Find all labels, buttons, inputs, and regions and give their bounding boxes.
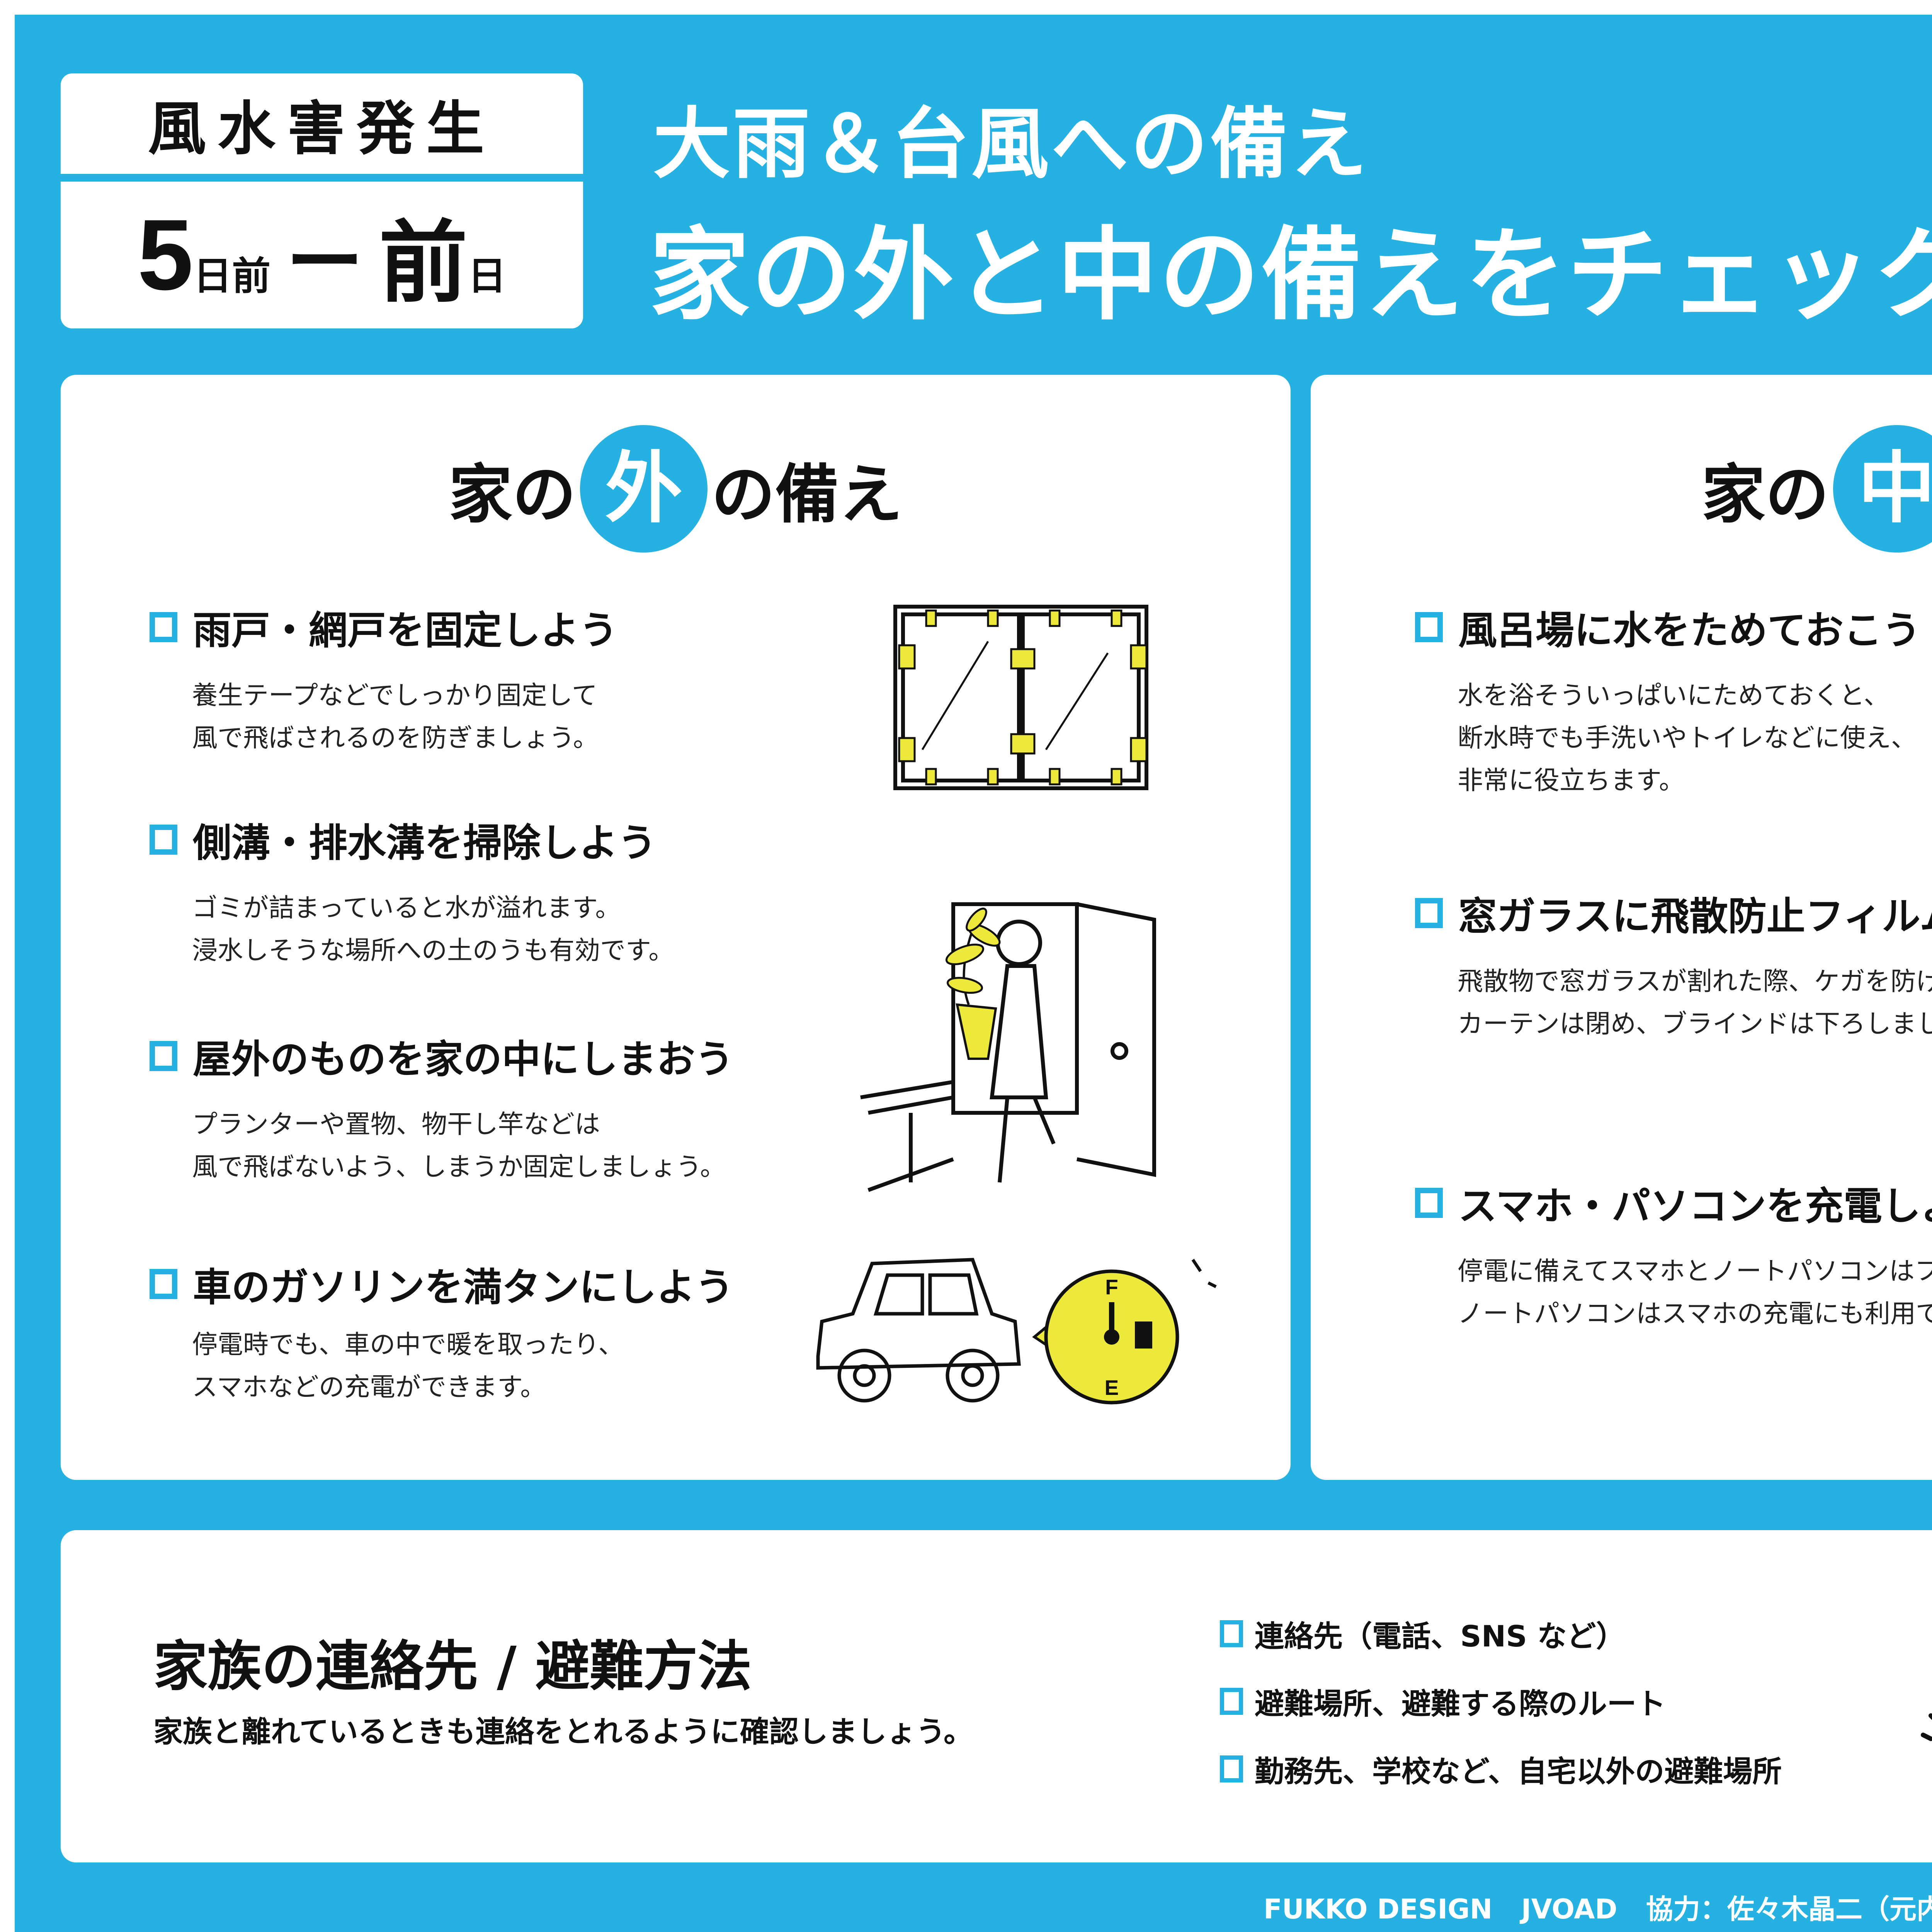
checklist-item: 雨戸・網戸を固定しよう 養生テープなどでしっかり固定して風で飛ばされるのを防ぎま… (150, 599, 618, 759)
checklist-item: 車のガソリンを満タンにしよう 停電時でも、車の中で暖を取ったり、スマホなどの充電… (150, 1256, 734, 1408)
badge-end-main: 前 (379, 211, 468, 315)
jvoad-logo: JVOAD (1521, 1893, 1617, 1925)
family-planning-icon (1921, 1713, 1932, 1741)
item-desc-line: スマホなどの充電ができます。 (192, 1372, 546, 1402)
checklist-item: 風呂場に水をためておこう 水を浴そういっぱいにためておくと、断水時でも手洗いやト… (1415, 599, 1921, 802)
checkbox[interactable] (150, 1041, 177, 1071)
item-title: 風呂場に水をためておこう (1458, 608, 1921, 653)
badge-timeframe: 5 日前 ー 前 日 (61, 182, 583, 328)
item-desc-line: プランターや置物、物干し竿などは (192, 1109, 600, 1139)
item-desc-line: 水を浴そういっぱいにためておくと、 (1458, 680, 1889, 710)
family-checklist-item: 避難場所、避難する際のルート (1220, 1667, 1782, 1735)
item-desc-line: 飛散物で窓ガラスが割れた際、ケガを防げます。 (1458, 966, 1932, 996)
checkbox[interactable] (1220, 1620, 1243, 1647)
item-title: スマホ・パソコンを充電しよう (1458, 1184, 1932, 1229)
item-title: 屋外のものを家の中にしまおう (193, 1037, 734, 1082)
item-desc-line: ノートパソコンはスマホの充電にも利用できます。 (1458, 1299, 1932, 1328)
family-title: 家族の連絡先 / 避難方法 (153, 1635, 752, 1698)
badge-days-suffix: 日前 (193, 253, 271, 299)
heading-pre: 家の (1701, 457, 1829, 532)
heading-circle-outside: 外 (580, 425, 707, 553)
heading-post: の備え (711, 457, 903, 532)
family-checklist: 連絡先（電話、SNS など） 避難場所、避難する際のルート 勤務先、学校など、自… (1220, 1600, 1782, 1803)
checkbox[interactable] (1220, 1687, 1243, 1715)
outside-prep-panel: 家の 外 の備え 雨戸・網戸を固定しよう 養生テープなどでしっかり固定して風で飛… (61, 375, 1291, 1480)
badge-days-number: 5 (137, 199, 194, 311)
item-desc-line: 停電に備えてスマホとノートパソコンはフル充電に。 (1458, 1256, 1932, 1286)
cooperation-credits: 協力：佐々木晶二（元内閣防災官房審議官）、荒木健太郎（雲研究者） (1646, 1893, 1932, 1925)
heading-pre: 家の (449, 457, 576, 532)
footer-credits: FUKKO DESIGN JVOAD 協力：佐々木晶二（元内閣防災官房審議官）、… (1264, 1888, 1932, 1927)
checklist-item: 窓ガラスに飛散防止フィルムを貼ろう 飛散物で窓ガラスが割れた際、ケガを防げます。… (1415, 885, 1932, 1045)
family-checklist-item: 勤務先、学校など、自宅以外の避難場所 (1220, 1735, 1782, 1803)
checkbox[interactable] (150, 1269, 177, 1299)
checkbox[interactable] (1220, 1755, 1243, 1782)
item-desc-line: 浸水しそうな場所への土のうも有効です。 (192, 935, 674, 965)
badge-disaster-label: 風水害発生 (61, 73, 583, 174)
woman-carrying-plant-icon (860, 902, 1156, 1192)
family-checklist-item: 連絡先（電話、SNS など） (1220, 1600, 1782, 1667)
family-item-label: 避難場所、避難する際のルート (1255, 1686, 1666, 1721)
outside-heading: 家の 外 の備え (61, 425, 1291, 553)
item-desc-line: 非常に役立ちます。 (1458, 765, 1685, 795)
item-desc-line: 停電時でも、車の中で暖を取ったり、 (192, 1330, 624, 1359)
item-title: 窓ガラスに飛散防止フィルムを貼ろう (1458, 894, 1932, 939)
item-title: 側溝・排水溝を掃除しよう (193, 820, 656, 866)
fuel-gauge: F E (1032, 1269, 1179, 1405)
family-item-label: 勤務先、学校など、自宅以外の避難場所 (1255, 1754, 1782, 1789)
svg-text:E: E (1105, 1376, 1119, 1400)
item-desc-line: 風で飛ばないよう、しまうか固定しましょう。 (192, 1152, 726, 1182)
family-desc: 家族と離れているときも連絡をとれるように確認しましょう。 (153, 1714, 973, 1749)
checkbox[interactable] (1415, 1187, 1443, 1218)
checkbox[interactable] (150, 612, 177, 642)
page-subtitle: 大雨＆台風への備え (653, 99, 1370, 189)
checklist-item: 屋外のものを家の中にしまおう プランターや置物、物干し竿などは風で飛ばないよう、… (150, 1028, 734, 1188)
item-title: 雨戸・網戸を固定しよう (193, 608, 618, 653)
checkbox[interactable] (1415, 898, 1443, 928)
checkbox[interactable] (150, 824, 177, 855)
badge-end-suffix: 日 (468, 253, 507, 299)
item-desc-line: 風で飛ばされるのを防ぎましょう。 (192, 723, 599, 753)
svg-text:F: F (1105, 1275, 1118, 1299)
car-fuel-gauge-icon: F E (816, 1258, 1217, 1405)
taped-window-icon (893, 605, 1148, 790)
badge-dash: ー (286, 217, 364, 307)
item-desc-line: 養生テープなどでしっかり固定して (192, 680, 597, 710)
item-desc-line: ゴミが詰まっていると水が溢れます。 (192, 893, 621, 923)
family-contact-panel: 家族の連絡先 / 避難方法 家族と離れているときも連絡をとれるように確認しましょ… (61, 1530, 1932, 1862)
checkbox[interactable] (1415, 612, 1443, 642)
fukko-design-logo: FUKKO DESIGN (1264, 1893, 1493, 1925)
checklist-item: 側溝・排水溝を掃除しよう ゴミが詰まっていると水が溢れます。浸水しそうな場所への… (150, 811, 674, 972)
inside-prep-panel: 家の 中 の備え 風呂場に水をためておこう 水を浴そういっぱいにためておくと、断… (1311, 375, 1932, 1480)
phase-badge: 風水害発生 5 日前 ー 前 日 (61, 73, 583, 328)
inside-heading: 家の 中 の備え (1311, 425, 1932, 553)
item-desc-line: 断水時でも手洗いやトイレなどに使え、 (1458, 723, 1917, 753)
family-item-label: 連絡先（電話、SNS など） (1255, 1619, 1626, 1653)
heading-circle-inside: 中 (1833, 425, 1932, 553)
item-desc-line: カーテンは閉め、ブラインドは下ろしましょう。 (1458, 1009, 1932, 1039)
item-title: 車のガソリンを満タンにしよう (193, 1265, 734, 1310)
checklist-item: スマホ・パソコンを充電しよう 停電に備えてスマホとノートパソコンはフル充電に。ノ… (1415, 1175, 1932, 1335)
page-title: 家の外と中の備えをチェックしよう (649, 217, 1932, 334)
